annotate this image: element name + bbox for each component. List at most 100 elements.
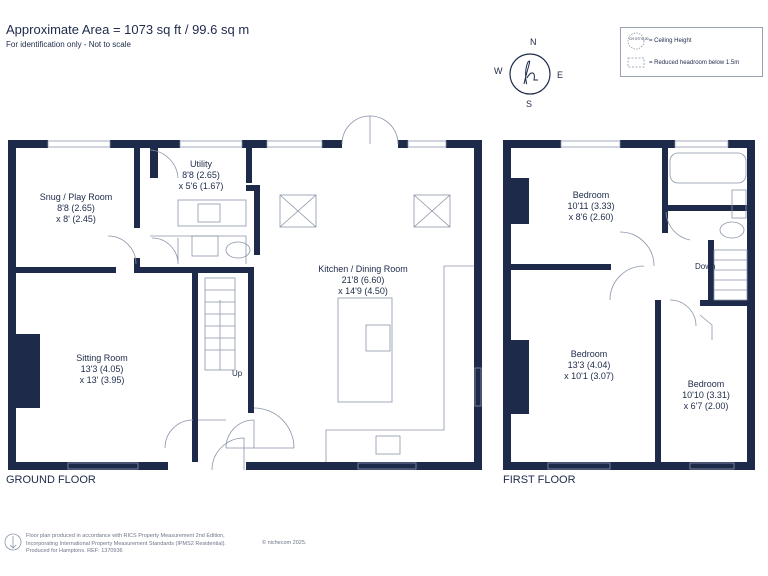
room-sitting: Sitting Room 13'3 (4.05) x 13' (3.95) [76,353,128,386]
ff-wall-bed3-top [700,300,748,306]
ff-door-bed1 [619,231,655,267]
gf-skylight-1 [279,194,317,228]
ff-stairs [713,249,748,301]
ff-wall-top-3 [728,140,755,148]
ff-window-bed3 [689,462,735,470]
gf-door-kitchen [225,419,255,449]
gf-window-kitchen-1 [266,140,323,148]
room-bed3-name: Bedroom [687,379,725,389]
room-snug-dim1: 8'8 (2.65) [57,203,95,213]
ff-wall-bed1-bottom [511,264,611,270]
disclaimer-subtitle: For identification only - Not to scale [6,40,131,49]
ff-bathtub [669,152,747,184]
footer-line-3: Produced for Hamptons. REF: 1370936 [26,548,123,554]
room-sitting-dim1: 13'3 (4.05) [80,364,124,374]
compass-n: N [530,37,537,47]
room-bedroom-1: Bedroom 10'11 (3.33) x 8'6 (2.60) [567,190,614,223]
ff-chimney-upper [511,178,529,224]
room-utility-dim2: x 5'6 (1.67) [178,181,224,191]
ff-wall-bottom [503,462,755,470]
gf-wall-top-1 [8,140,48,148]
gf-door-snug [107,235,137,265]
gf-kitchen-sink [375,435,401,455]
gf-front-door [211,437,245,471]
gf-wall-snug-right-lower [134,258,140,273]
room-bed3-dim1: 10'10 (3.31) [682,390,730,400]
gf-fireplace [16,334,40,408]
gf-door-utility [149,149,179,179]
room-snug-name: Snug / Play Room [39,192,113,202]
room-utility-name: Utility [190,159,212,169]
ff-window-bath [674,140,729,148]
ff-wall-top-2 [620,140,675,148]
ff-wall-right [747,140,755,470]
gf-door-sitting [164,419,194,449]
room-snug: Snug / Play Room 8'8 (2.65) x 8' (2.45) [40,192,113,225]
gf-wall-left [8,140,16,470]
stairs-down-label: Down [695,262,716,271]
ff-wall-bath-left [662,148,668,233]
gf-window-kitchen-2 [407,140,447,148]
room-kitchen-name: Kitchen / Dining Room [318,264,408,274]
gf-wall-right [474,140,482,470]
room-sitting-name: Sitting Room [76,353,128,363]
gf-wall-top-6 [398,140,408,148]
gf-wall-kitchen-left [254,185,260,255]
gf-wall-top-2 [110,140,160,148]
room-bed3-dim2: x 6'7 (2.00) [683,401,729,411]
room-bed1-dim2: x 8'6 (2.60) [568,212,614,222]
gf-french-door-right [369,115,399,145]
gf-window-snug [47,140,111,148]
ff-wall-landing [708,240,714,306]
gf-window-utility [179,140,243,148]
ff-wall-bath-mid [668,205,748,211]
ff-window-bed1 [560,140,621,148]
room-bed2-dim1: 13'3 (4.04) [567,360,611,370]
gf-window-kitchen-side [474,367,482,407]
gf-wc-basin [191,235,219,257]
gf-window-sitting [67,462,139,470]
compass-e: E [557,70,564,80]
ff-wall-bed3-left [655,300,661,462]
first-floor-label: FIRST FLOOR [503,474,576,486]
footer-notes: Floor plan produced in accordance with R… [26,533,226,556]
room-sitting-dim2: x 13' (3.95) [79,375,125,385]
gf-wall-snug-right [134,148,140,228]
room-bed1-dim1: 10'11 (3.33) [567,201,615,211]
gf-wall-top-4 [242,140,267,148]
room-bedroom-2: Bedroom 13'3 (4.04) x 10'1 (3.07) [564,349,614,382]
gf-kitchen-counter [325,265,474,462]
gf-wall-utility-step [246,185,260,191]
ceiling-height-symbol: CH 0'0"/0.00 [629,37,649,41]
gf-wall-bottom-left [8,462,168,470]
room-bed2-dim2: x 10'1 (3.07) [564,371,614,381]
area-title: Approximate Area = 1073 sq ft / 99.6 sq … [6,22,250,37]
ff-bath-toilet [719,221,745,239]
gf-hob [365,324,391,352]
room-kitchen-dining: Kitchen / Dining Room 21'8 (6.60) x 14'9… [318,264,408,297]
stairs-up-label: Up [232,369,243,378]
ff-door-bed3 [669,299,697,327]
compass-w: W [494,66,503,76]
legend-box: CH 0'0"/0.00 = Ceiling Height = Reduced … [620,27,763,77]
ff-door-bath [665,211,691,241]
gf-wall-top-5 [322,140,342,148]
footer-line-2: Incorporating International Property Mea… [26,540,226,547]
gf-door-wc [151,237,179,265]
ground-floor-label: GROUND FLOOR [6,474,96,486]
room-kitchen-dim1: 21'8 (6.60) [341,275,385,285]
room-utility: Utility 8'8 (2.65) x 5'6 (1.67) [179,159,224,192]
gf-wall-utility-bottom [134,267,254,273]
gf-french-door-left [341,115,371,145]
footer-line-1: Floor plan produced in accordance with R… [26,533,225,539]
gf-wall-utility-left [150,140,158,178]
room-kitchen-dim2: x 14'9 (4.50) [338,286,388,296]
gf-skylight-2 [413,194,451,228]
ff-chimney-lower [511,340,529,414]
ff-wall-left [503,140,511,470]
gf-wall-top-3 [150,140,180,148]
gf-wc-toilet [225,241,251,259]
gf-wall-snug-bottom [16,267,116,273]
gf-wall-kitchen-left-lower [248,273,254,413]
